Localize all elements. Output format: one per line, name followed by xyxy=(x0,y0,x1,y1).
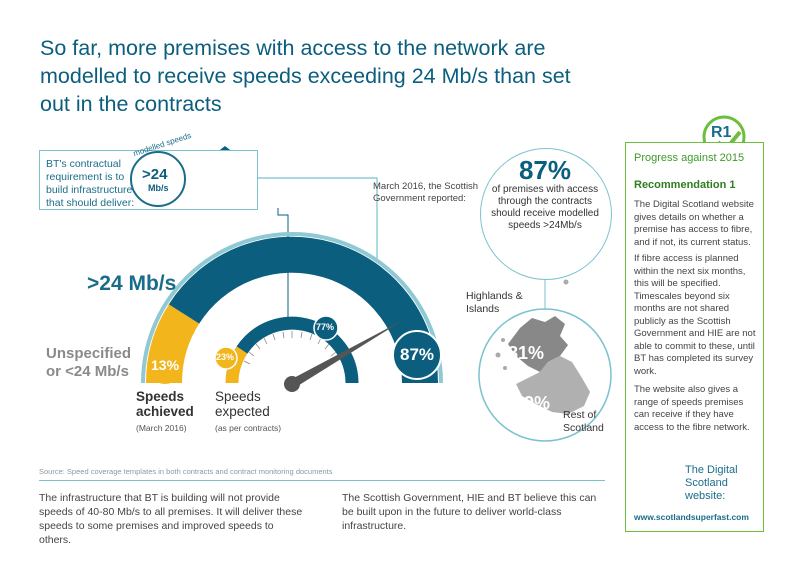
achieved-subtitle: (March 2016) xyxy=(136,423,187,433)
highlands-label: Highlands & Islands xyxy=(466,290,523,315)
rest-percent: 89% xyxy=(514,393,551,413)
achieved-low-circle xyxy=(147,348,183,384)
achieved-high-percent: 87% xyxy=(400,345,435,364)
sidebar-paragraph-2: If fibre access is planned within the ne… xyxy=(634,253,756,377)
gauge-needle xyxy=(288,319,405,387)
expected-low-circle xyxy=(214,346,238,370)
gauge-outer-ring xyxy=(141,232,443,384)
gauge-ticks xyxy=(243,331,337,365)
footer-left-text: The infrastructure that BT is building w… xyxy=(39,492,303,546)
achieved-high-circle xyxy=(392,330,442,380)
source-note: Source: Speed coverage templates in both… xyxy=(39,467,333,476)
speed-unit: Mb/s xyxy=(148,183,169,193)
premises-label: premises xyxy=(203,187,243,197)
sidebar-progress: Progress against 2015 xyxy=(634,152,745,164)
website-url-link[interactable]: www.scotlandsuperfast.com xyxy=(634,512,749,522)
rest-of-scotland-map-shape xyxy=(516,356,590,414)
divider xyxy=(39,480,605,481)
highlands-percent: 81% xyxy=(508,343,545,363)
report-bubble xyxy=(480,148,612,280)
speed-circle xyxy=(130,151,186,207)
footer-right-text: The Scottish Government, HIE and BT beli… xyxy=(342,492,597,532)
page-title: So far, more premises with access to the… xyxy=(40,36,571,116)
callout-connector xyxy=(256,177,378,262)
badge-label: R1 xyxy=(711,124,732,141)
premises-value: >77% xyxy=(205,170,242,186)
speed-value: >24 xyxy=(142,166,168,183)
rest-of-scotland-label: Rest of Scotland xyxy=(563,409,604,434)
gauge-pivot xyxy=(284,376,300,392)
achieved-low-percent: 13% xyxy=(151,357,180,373)
gauge-inner-teal xyxy=(236,316,359,384)
sidebar-recommendation: Recommendation 1 xyxy=(634,179,736,191)
gauge-outer-label: >24 Mb/s xyxy=(87,272,177,295)
expected-high-percent: 77% xyxy=(316,322,335,332)
expected-high-circle xyxy=(313,315,339,341)
expected-title: Speeds expected xyxy=(215,389,270,419)
expected-subtitle: (as per contracts) xyxy=(215,423,282,433)
highlands-map-shape xyxy=(508,316,568,372)
callout-text: BT's contractual requirement is to build… xyxy=(46,158,135,209)
expected-low-percent: 23% xyxy=(216,352,235,362)
recommendation-sidebar xyxy=(625,142,764,532)
achieved-title: Speeds achieved xyxy=(136,389,194,419)
website-title: The Digital Scotland website: xyxy=(685,464,738,502)
report-text: of premises with access through the cont… xyxy=(491,184,599,231)
sidebar-paragraph-1: The Digital Scotland website gives detai… xyxy=(634,199,754,248)
report-intro: March 2016, the Scottish Government repo… xyxy=(373,181,479,204)
sidebar-paragraph-3: The website also gives a range of speeds… xyxy=(634,384,750,433)
report-percent: 87% xyxy=(518,155,572,185)
unspecified-label: Unspecified or <24 Mb/s xyxy=(46,345,132,380)
